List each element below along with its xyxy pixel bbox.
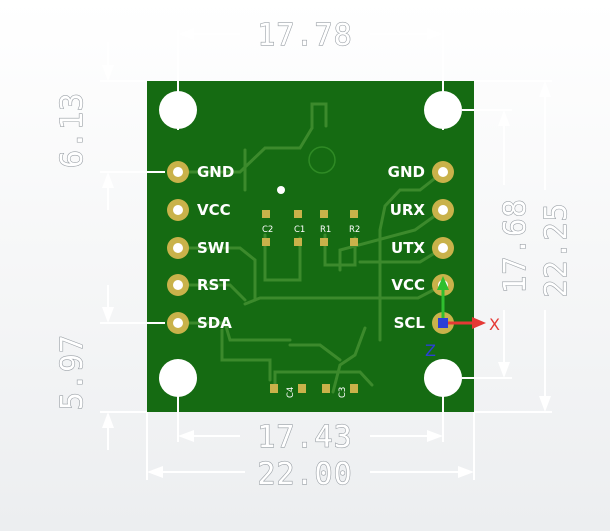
pin-drill (173, 243, 183, 253)
dimension-bottom-inner-width: 17.43 (257, 420, 352, 455)
y-axis-arrowhead (437, 276, 449, 290)
mounting-hole (424, 359, 462, 397)
component-ref: R2 (349, 225, 360, 235)
smd-pad (294, 238, 302, 246)
component-ref: C1 (294, 225, 305, 235)
z-axis-label: Z (425, 341, 436, 360)
pin-label-right: GND (388, 163, 425, 181)
pin-drill (173, 318, 183, 328)
component-ref: R1 (320, 225, 331, 235)
pin-label-left: RST (197, 276, 230, 294)
dimension-right-inner-height: 17.68 (498, 198, 533, 293)
left-pin-header (167, 161, 189, 334)
axis-gizmo: X Z (425, 276, 500, 360)
pin-drill (438, 167, 448, 177)
dimension-top-width: 17.78 (257, 18, 352, 53)
pin-label-left: SDA (197, 314, 232, 332)
smd-pad (262, 210, 270, 218)
pin-label-left: GND (197, 163, 234, 181)
dimension-arrows (102, 28, 551, 478)
smd-pad (350, 210, 358, 218)
pin-drill (438, 243, 448, 253)
smd-components-bottom (270, 384, 358, 393)
pin-drill (173, 167, 183, 177)
pin-drill (173, 205, 183, 215)
dimension-right-outer-height: 22.25 (539, 202, 574, 297)
x-axis-arrowhead (472, 317, 486, 329)
pin-label-right: VCC (391, 276, 425, 294)
pin-label-right: URX (390, 201, 426, 219)
smd-pad (350, 238, 358, 246)
z-axis-marker (438, 318, 448, 328)
mounting-hole (159, 359, 197, 397)
component-ref: C2 (262, 225, 273, 235)
smd-pad (262, 238, 270, 246)
smd-pad (320, 238, 328, 246)
pin-drill (438, 205, 448, 215)
smd-components-top (262, 210, 358, 246)
pin-label-right: SCL (394, 314, 426, 332)
smd-pad (350, 384, 358, 393)
smd-pad (298, 384, 306, 393)
component-ref: C4 (286, 387, 296, 398)
smd-pad (294, 210, 302, 218)
mounting-holes (159, 91, 462, 397)
pin-label-right: UTX (391, 239, 425, 257)
pin1-marker (277, 186, 285, 194)
smd-pad (270, 384, 278, 393)
pcb-traces (176, 102, 445, 394)
smd-pad (322, 384, 330, 393)
dimension-left-bottom-offset: 5.97 (55, 334, 90, 410)
pin-drill (173, 280, 183, 290)
dimension-bottom-outer-width: 22.00 (257, 457, 352, 492)
smd-pad (320, 210, 328, 218)
dimension-left-top-offset: 6.13 (55, 92, 90, 168)
component-ref: C3 (338, 387, 348, 398)
pin-label-left: VCC (197, 201, 231, 219)
x-axis-label: X (489, 315, 500, 334)
ic-outline-mark (308, 146, 336, 174)
pin-label-left: SWI (197, 239, 230, 257)
